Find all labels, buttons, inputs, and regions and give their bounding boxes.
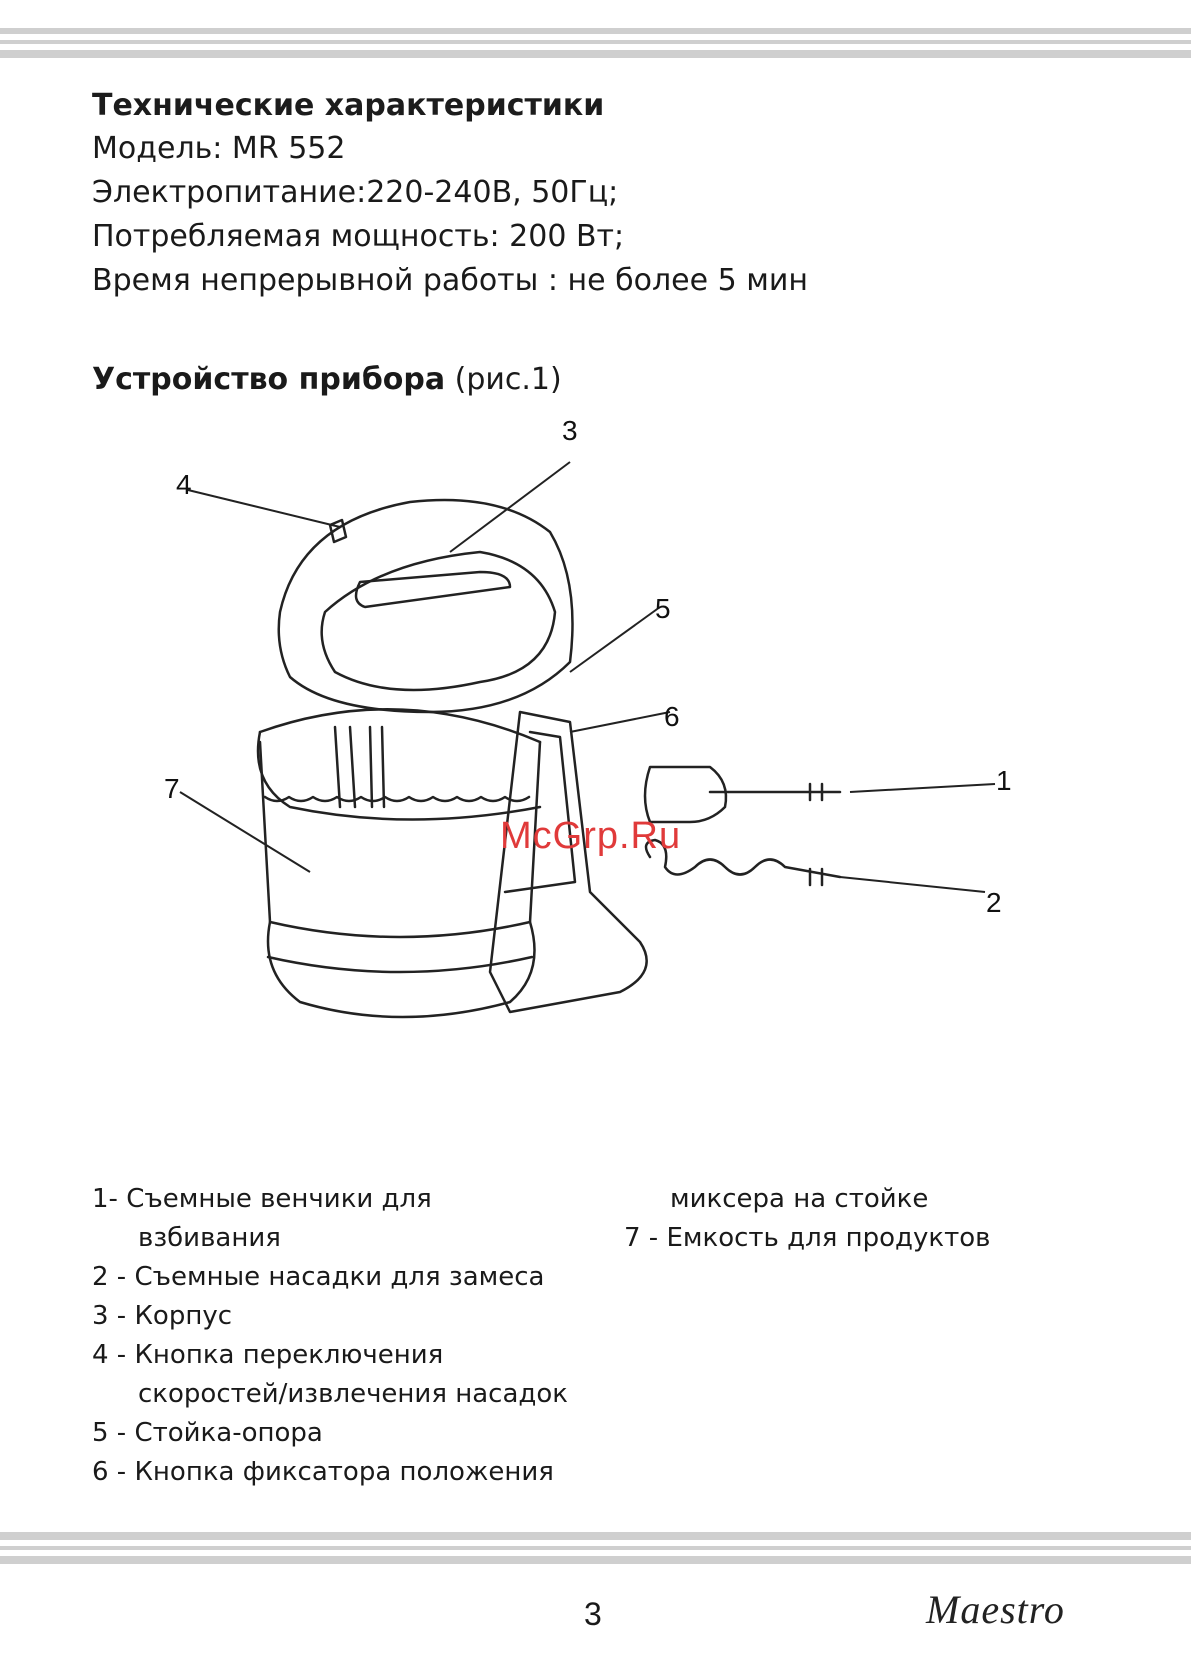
mixer-grip bbox=[354, 570, 512, 609]
brand-logo: Maestro bbox=[926, 1587, 1065, 1632]
callout-2: 2 bbox=[986, 887, 1002, 918]
footer-band-2 bbox=[0, 1546, 1191, 1550]
bowl-wall bbox=[258, 740, 542, 939]
leader-line-7 bbox=[179, 791, 311, 873]
legend-item-7: 7 - Емкость для продуктов bbox=[624, 1223, 991, 1253]
legend-item-6-cont: миксера на стойке bbox=[670, 1184, 929, 1214]
mixer-head bbox=[277, 498, 574, 714]
whisk-head bbox=[643, 765, 728, 824]
spec-model: Модель: MR 552 bbox=[92, 131, 346, 166]
mixer-diagram: 3 4 5 6 7 1 2 bbox=[164, 415, 1012, 1019]
stand-body bbox=[488, 710, 648, 1014]
header-band-2 bbox=[0, 40, 1191, 44]
specs-section: Технические характеристики Модель: MR 55… bbox=[92, 88, 1092, 303]
spec-power-supply: Электропитание:220-240В, 50Гц; bbox=[92, 175, 619, 210]
callout-6: 6 bbox=[664, 701, 680, 732]
legend-item-5: 5 - Стойка-опора bbox=[92, 1418, 323, 1448]
spec-operating-time: Время непрерывной работы : не более 5 ми… bbox=[92, 263, 808, 298]
footer-band-3 bbox=[0, 1556, 1191, 1564]
mixer-handle bbox=[320, 550, 557, 692]
bowl-front-rim bbox=[256, 730, 542, 821]
legend-item-1-cont: взбивания bbox=[138, 1223, 281, 1253]
legend-right: миксера на стойке 7 - Емкость для продук… bbox=[624, 1180, 991, 1258]
whisk-collar bbox=[808, 782, 824, 802]
legend-item-3: 3 - Корпус bbox=[92, 1301, 233, 1331]
legend-item-1: 1- Съемные венчики для bbox=[92, 1184, 432, 1214]
device-title-bold: Устройство прибора bbox=[92, 362, 446, 397]
legend-item-2: 2 - Съемные насадки для замеса bbox=[92, 1262, 545, 1292]
leader-line-6 bbox=[569, 711, 671, 733]
footer-band-1 bbox=[0, 1532, 1191, 1540]
callout-1: 1 bbox=[996, 765, 1012, 796]
watermark: McGrp.Ru bbox=[500, 815, 682, 857]
leader-line-3 bbox=[449, 461, 571, 553]
callout-7: 7 bbox=[164, 773, 180, 804]
stand-inner bbox=[503, 730, 577, 894]
legend-left: 1- Съемные венчики для взбивания 2 - Съе… bbox=[92, 1180, 568, 1492]
callout-5: 5 bbox=[655, 593, 671, 624]
bowl-rim bbox=[258, 708, 542, 744]
dough-hook-collar bbox=[808, 867, 824, 887]
beater-shaft-a bbox=[333, 725, 342, 809]
leader-line-2 bbox=[839, 876, 986, 893]
callout-3: 3 bbox=[562, 415, 578, 446]
beater-shaft-d bbox=[380, 725, 386, 809]
header-band-3 bbox=[0, 50, 1191, 58]
callout-4: 4 bbox=[176, 469, 192, 500]
page-number: 3 bbox=[584, 1596, 602, 1632]
spec-power-consumption: Потребляемая мощность: 200 Вт; bbox=[92, 219, 625, 254]
beater-shaft-c bbox=[368, 725, 374, 809]
leader-line-5 bbox=[569, 606, 661, 673]
device-title: Устройство прибора (рис.1) bbox=[92, 362, 562, 397]
bowl-wave bbox=[263, 795, 531, 803]
bowl-base bbox=[266, 920, 536, 1019]
leader-line-4 bbox=[187, 489, 341, 528]
bowl-base-ring bbox=[266, 955, 534, 974]
speed-button bbox=[328, 518, 348, 544]
dough-hook bbox=[644, 838, 842, 879]
specs-title: Технические характеристики bbox=[92, 88, 605, 123]
device-title-ref: (рис.1) bbox=[445, 362, 562, 397]
legend-item-4: 4 - Кнопка переключения bbox=[92, 1340, 444, 1370]
beater-shaft-b bbox=[348, 725, 357, 809]
legend-item-6: 6 - Кнопка фиксатора положения bbox=[92, 1457, 554, 1487]
header-band-1 bbox=[0, 28, 1191, 34]
legend-item-4-cont: скоростей/извлечения насадок bbox=[138, 1379, 568, 1409]
leader-line-1 bbox=[849, 783, 996, 793]
